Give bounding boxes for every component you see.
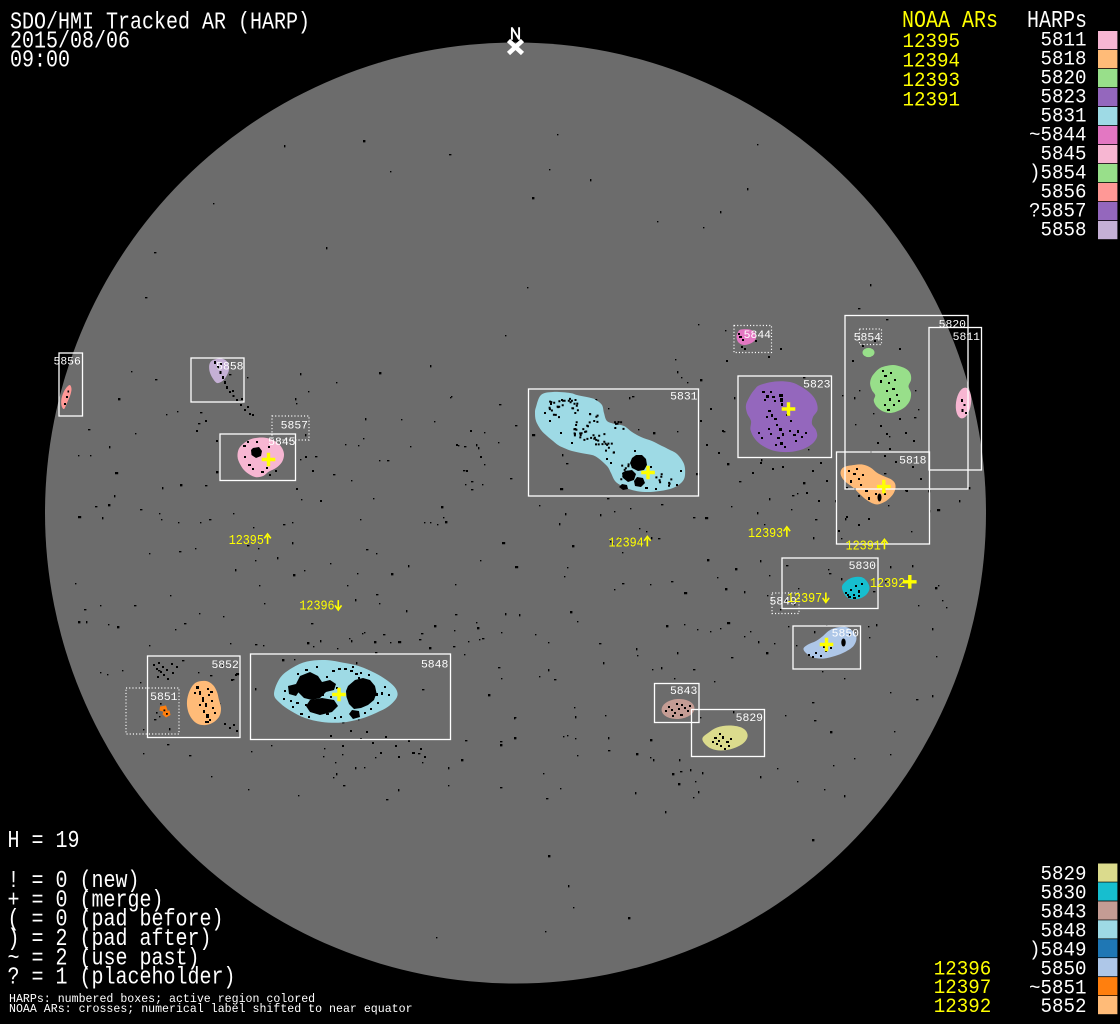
svg-text:HARPs: numbered boxes; active: HARPs: numbered boxes; active region col… <box>9 993 315 1006</box>
svg-text:5844: 5844 <box>744 330 772 342</box>
svg-text:12396: 12396 <box>299 599 334 615</box>
svg-text:)5854: )5854 <box>1029 163 1087 186</box>
svg-text:NOAA ARs: crosses; numerical l: NOAA ARs: crosses; numerical label shift… <box>9 1003 413 1016</box>
svg-text:5850: 5850 <box>1041 958 1087 981</box>
svg-text:! = 0 (new): ! = 0 (new) <box>8 868 140 895</box>
svg-text:+ = 0 (merge): + = 0 (merge) <box>8 887 164 914</box>
svg-text:5823: 5823 <box>1041 87 1087 110</box>
svg-text:HARPs: HARPs <box>1027 8 1087 35</box>
svg-text:12392: 12392 <box>870 576 905 592</box>
svg-text:5850: 5850 <box>832 629 860 641</box>
svg-text:)5849: )5849 <box>1029 939 1087 962</box>
svg-text:12397: 12397 <box>787 591 822 607</box>
svg-text:?5857: ?5857 <box>1029 201 1087 224</box>
svg-text:5830: 5830 <box>1041 883 1087 906</box>
svg-text:12393: 12393 <box>748 526 783 542</box>
svg-text:5829: 5829 <box>1041 864 1087 887</box>
svg-text:5848: 5848 <box>1041 920 1087 943</box>
svg-text:? = 1 (placeholder): ? = 1 (placeholder) <box>8 965 236 992</box>
svg-text:5811: 5811 <box>1041 30 1087 53</box>
svg-text:5831: 5831 <box>670 391 698 403</box>
svg-text:5843: 5843 <box>1041 902 1087 925</box>
svg-text:12393: 12393 <box>903 70 961 93</box>
svg-text:5858: 5858 <box>1041 220 1087 243</box>
svg-text:5831: 5831 <box>1041 106 1087 129</box>
svg-text:12396: 12396 <box>934 958 992 981</box>
svg-text:~ = 2 (use past): ~ = 2 (use past) <box>8 945 200 972</box>
svg-text:SDO/HMI Tracked AR (HARP): SDO/HMI Tracked AR (HARP) <box>10 10 310 37</box>
svg-text:~5844: ~5844 <box>1029 125 1087 148</box>
svg-text:12391: 12391 <box>903 90 961 113</box>
svg-text:5851: 5851 <box>150 692 178 704</box>
svg-text:12394: 12394 <box>903 51 961 74</box>
svg-text:5856: 5856 <box>1041 182 1087 205</box>
svg-text:12392: 12392 <box>934 996 992 1019</box>
svg-text:~5851: ~5851 <box>1029 977 1087 1000</box>
svg-text:5856: 5856 <box>54 357 82 369</box>
svg-text:5857: 5857 <box>281 421 308 433</box>
svg-text:12397: 12397 <box>934 977 992 1000</box>
svg-text:5818: 5818 <box>1041 49 1087 72</box>
svg-text:5854: 5854 <box>854 333 882 345</box>
svg-text:) = 2 (pad after): ) = 2 (pad after) <box>8 926 212 953</box>
svg-text:2015/08/06: 2015/08/06 <box>10 29 130 56</box>
svg-text:5830: 5830 <box>849 561 877 573</box>
svg-text:5858: 5858 <box>216 362 244 374</box>
svg-text:12395: 12395 <box>229 533 264 549</box>
svg-text:12395: 12395 <box>903 31 961 54</box>
svg-text:5820: 5820 <box>1041 68 1087 91</box>
svg-text:09:00: 09:00 <box>10 48 70 75</box>
svg-text:5820: 5820 <box>939 319 967 331</box>
svg-text:5818: 5818 <box>899 456 927 468</box>
svg-text:( = 0 (pad before): ( = 0 (pad before) <box>8 907 224 934</box>
svg-text:5823: 5823 <box>803 380 831 392</box>
svg-text:12394: 12394 <box>609 535 644 551</box>
svg-text:5849: 5849 <box>770 597 798 609</box>
svg-text:5848: 5848 <box>421 660 449 672</box>
svg-text:5843: 5843 <box>670 686 698 698</box>
svg-text:H = 19: H = 19 <box>8 828 80 855</box>
svg-text:5845: 5845 <box>1041 144 1087 167</box>
svg-text:12391: 12391 <box>846 538 881 554</box>
svg-text:NOAA ARs: NOAA ARs <box>902 8 998 35</box>
svg-text:5829: 5829 <box>736 713 764 725</box>
svg-text:5852: 5852 <box>211 660 239 672</box>
svg-text:5845: 5845 <box>268 437 296 449</box>
svg-text:5811: 5811 <box>953 332 981 344</box>
svg-text:5852: 5852 <box>1041 996 1087 1019</box>
